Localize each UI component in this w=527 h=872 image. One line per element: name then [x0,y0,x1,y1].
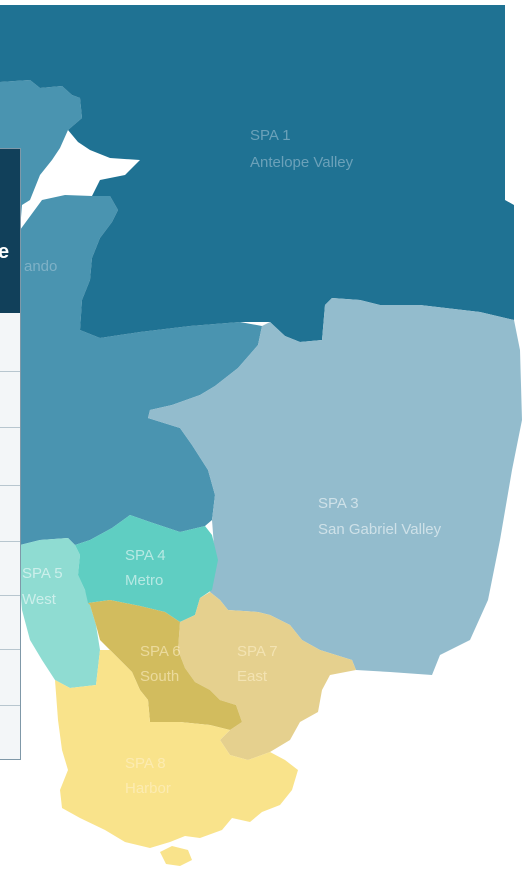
legend-row-divider [0,541,20,542]
legend-row-divider [0,705,20,706]
label-spa5-line2: West [22,591,57,608]
label-spa6-line2: South [140,668,179,685]
legend-row-divider [0,595,20,596]
label-spa4-line2: Metro [125,572,163,589]
region-spa1[interactable] [0,5,514,342]
label-spa8-line2: Harbor [125,780,171,797]
region-spa3[interactable] [148,298,522,675]
island-shape [160,846,192,866]
region-spa8[interactable] [55,650,298,848]
legend-table: e [0,148,21,760]
label-spa3-line2: San Gabriel Valley [318,521,442,538]
legend-row-divider [0,485,20,486]
label-spa7-line2: East [237,668,268,685]
label-spa3-line1: SPA 3 [318,495,359,512]
label-spa1-line2: Antelope Valley [250,154,354,171]
region-spa7[interactable] [178,592,356,760]
label-spa8-line1: SPA 8 [125,755,166,772]
legend-header-text: e [0,241,10,263]
legend-header: e [0,149,20,313]
legend-row-divider [0,371,20,372]
legend-row-divider [0,649,20,650]
region-spa4[interactable] [75,515,218,622]
legend-row-divider [0,427,20,428]
label-spa5-line1: SPA 5 [22,565,63,582]
label-spa6-line1: SPA 6 [140,643,181,660]
label-spa4-line1: SPA 4 [125,547,166,564]
label-spa2-line2: ando [24,258,57,275]
label-spa1-line1: SPA 1 [250,127,291,144]
region-spa2[interactable] [0,80,262,548]
label-spa7-line1: SPA 7 [237,643,278,660]
region-spa5[interactable] [20,538,100,688]
region-spa6[interactable] [88,600,242,730]
